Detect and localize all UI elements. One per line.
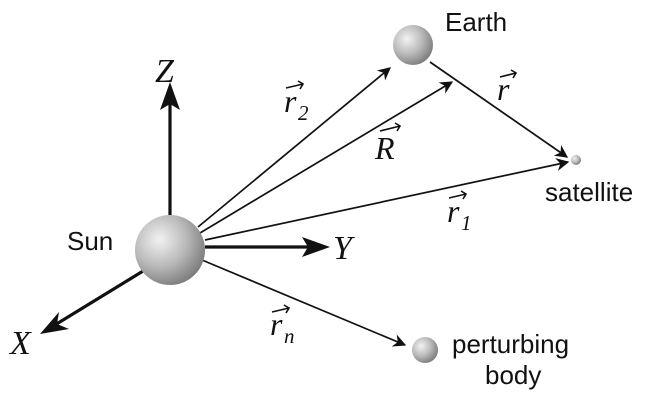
- satellite-sphere: [571, 155, 581, 165]
- vector-label-r: r: [497, 69, 518, 107]
- sun-sphere: [135, 215, 205, 285]
- celestial-bodies: [135, 25, 581, 363]
- vector-label-R: R: [374, 122, 402, 166]
- x-axis: [49, 266, 149, 330]
- coordinate-axes: [40, 82, 330, 334]
- vector-r1-line: [204, 158, 570, 241]
- vector-r1-symbol: r: [447, 193, 460, 229]
- position-vectors: [197, 61, 570, 347]
- vector-R-line: [199, 81, 454, 234]
- body-labels: Sun Earth satellite perturbing body: [67, 7, 633, 390]
- vector-rn-overarrow-icon: [271, 304, 291, 314]
- vector-r2-line: [197, 67, 392, 228]
- vector-R-overarrow-icon: [379, 122, 402, 132]
- vector-r2-subscript: 2: [298, 101, 309, 125]
- vector-r1-subscript: 1: [461, 211, 472, 235]
- vector-rn-line: [201, 259, 407, 347]
- vector-rn-subscript: n: [284, 324, 295, 348]
- vector-R-symbol: R: [374, 130, 395, 166]
- x-axis-arrowhead: [40, 312, 69, 334]
- vector-label-r2: r 2: [284, 80, 309, 125]
- vector-rn-symbol: r: [270, 306, 283, 342]
- earth-sphere: [393, 25, 433, 65]
- satellite-label: satellite: [545, 177, 633, 207]
- earth-label: Earth: [445, 7, 507, 37]
- vector-r-overarrow-icon: [499, 69, 518, 79]
- vector-label-r1: r 1: [447, 190, 472, 235]
- z-axis-arrowhead: [160, 82, 180, 110]
- sun-label: Sun: [67, 226, 113, 256]
- vector-r-line: [429, 61, 569, 158]
- vector-r2-symbol: r: [284, 83, 297, 119]
- z-axis-label: Z: [155, 53, 175, 90]
- x-axis-label: X: [8, 325, 32, 362]
- vector-label-rn: r n: [270, 304, 295, 348]
- perturbing-body-label-line1: perturbing: [452, 329, 569, 359]
- perturbing-body-label-line2: body: [485, 360, 541, 390]
- y-axis-label: Y: [333, 230, 355, 267]
- y-axis-arrowhead: [302, 237, 330, 257]
- vector-r1-overarrow-icon: [448, 190, 468, 200]
- vector-r-symbol: r: [497, 71, 510, 107]
- perturbing-body-sphere: [412, 337, 438, 363]
- axis-labels: Z Y X: [8, 53, 355, 362]
- vector-r2-overarrow-icon: [285, 80, 305, 90]
